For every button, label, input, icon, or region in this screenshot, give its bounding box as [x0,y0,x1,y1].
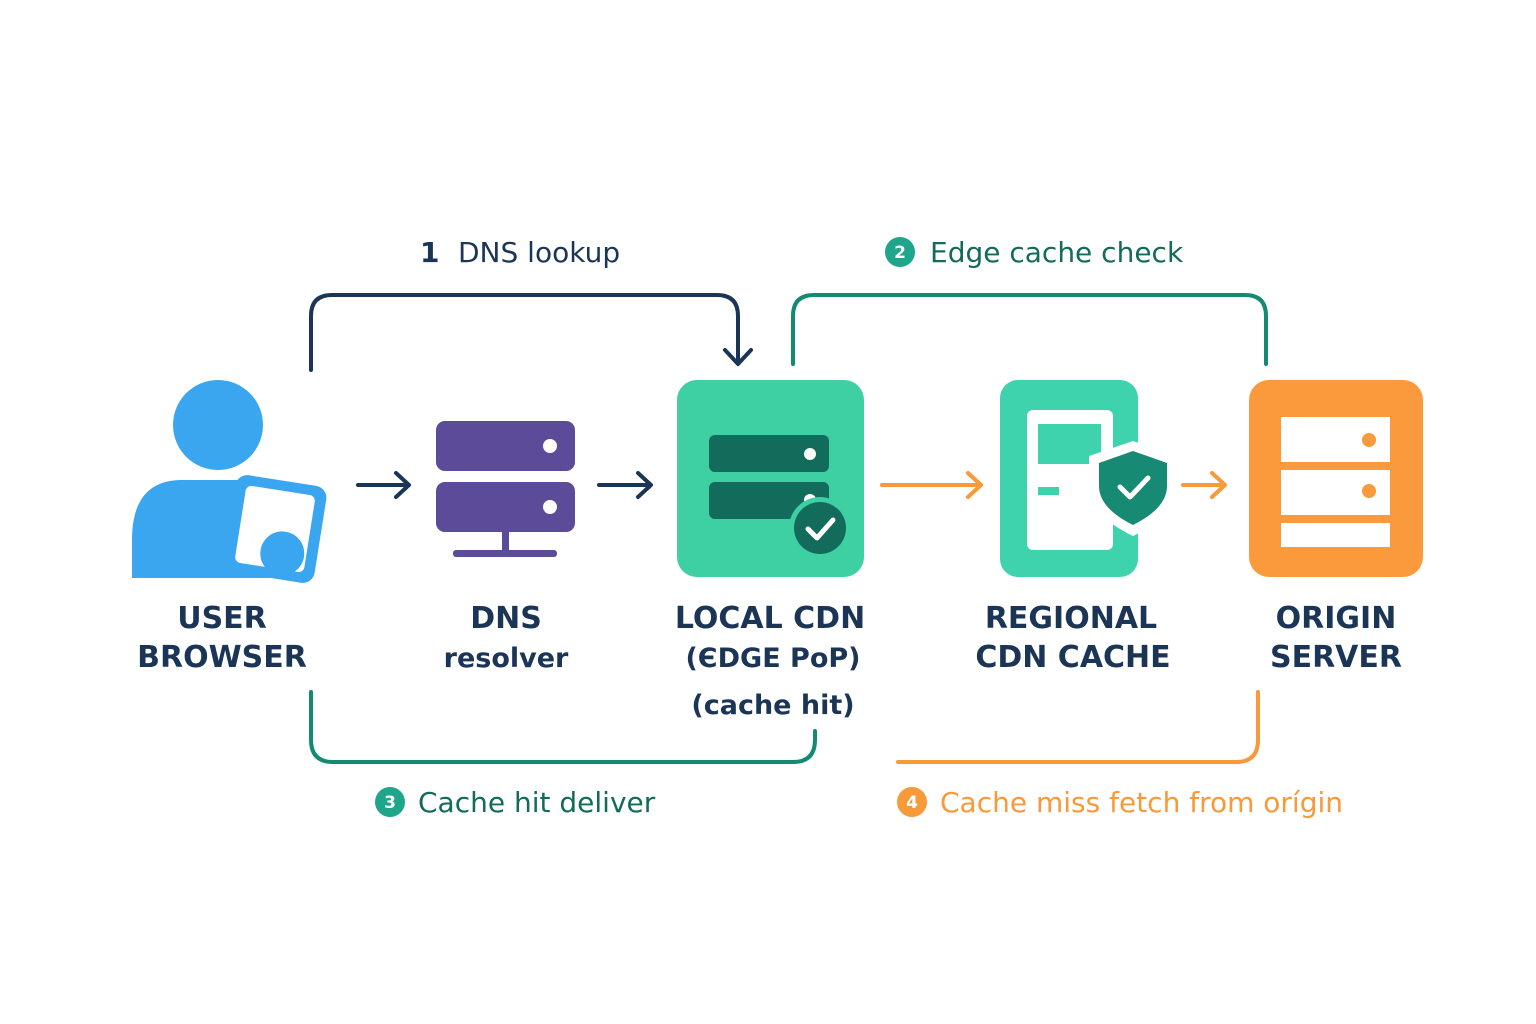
origin-server-label-line2: SERVER [1270,640,1402,675]
step-3-label: 3 Cache hit deliver [375,786,656,819]
regional-cache-label-line1: REGIONAL [985,601,1157,636]
regional-cache-label-line2: CDN CACHE [975,640,1170,675]
dns-resolver-label-line2: resolver [444,643,569,674]
dns-lookup-arrowhead [723,348,753,366]
step-4-badge [897,787,927,817]
step-2-text: Edge cache check [930,236,1184,269]
edge-server-check-icon [677,380,864,577]
edge-cache-check-connector [791,293,1268,366]
arrow-edge-to-regional [880,471,983,499]
edge-pop-label-line3: (cache hit) [691,690,854,721]
cache-hit-deliver-connector [309,690,817,764]
step-4-text: Cache miss fetch from orígin [940,786,1343,819]
user-browser-label-line1: USER [177,601,267,636]
user-tablet-icon [132,380,327,583]
shield-check-icon [1000,380,1177,577]
step-4-label: 4 Cache miss fetch from orígin [897,786,1343,819]
dns-resolver-label-line1: DNS [470,601,542,636]
arrow-dns-to-edge [597,471,653,499]
arrow-regional-to-origin [1181,471,1227,499]
step-2-number: 2 [894,243,906,263]
step-2-badge [885,237,915,267]
step-1-number: 1 [420,236,439,269]
edge-pop-label-line2: (ЄDGE PoP) [685,643,860,674]
step-1-label: 1 DNS lookup [420,236,620,269]
edge-pop-label-line1: LOCAL CDN [675,601,865,636]
step-3-text: Cache hit deliver [418,786,656,819]
user-browser-label-line2: BROWSER [137,640,307,675]
origin-server-icon [1249,380,1423,577]
step-3-number: 3 [384,793,396,813]
step-3-badge [375,787,405,817]
dns-lookup-connector [309,293,740,372]
arrow-user-to-dns [356,471,411,499]
step-2-label: 2 Edge cache check [885,236,1184,269]
cache-miss-fetch-connector [896,690,1260,764]
step-4-number: 4 [906,793,918,813]
origin-server-label-line1: ORIGIN [1276,601,1397,636]
step-1-text: DNS lookup [458,236,620,269]
server-stack-icon [436,421,575,557]
